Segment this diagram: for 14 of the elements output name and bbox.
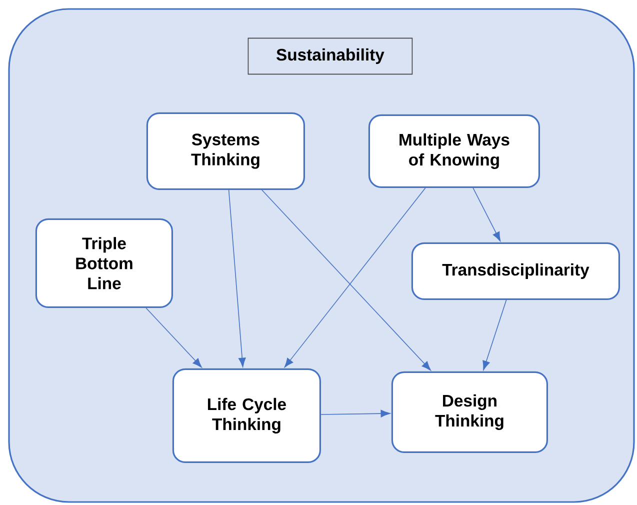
concept-box: Life Cycle Thinking: [172, 368, 321, 463]
concept-box: Transdisciplinarity: [411, 242, 620, 300]
concept-box: Triple Bottom Line: [35, 218, 173, 308]
arrow: [482, 300, 507, 370]
arrow: [146, 308, 202, 368]
concept-box: Design Thinking: [391, 371, 548, 453]
arrow: [228, 190, 246, 368]
arrow: [472, 188, 501, 242]
concept-box: Multiple Ways of Knowing: [368, 114, 540, 188]
arrow: [320, 410, 390, 418]
heading-box: Sustainability: [248, 38, 413, 75]
arrow: [284, 188, 426, 368]
concept-box: Systems Thinking: [146, 112, 305, 190]
arrow: [262, 190, 431, 371]
